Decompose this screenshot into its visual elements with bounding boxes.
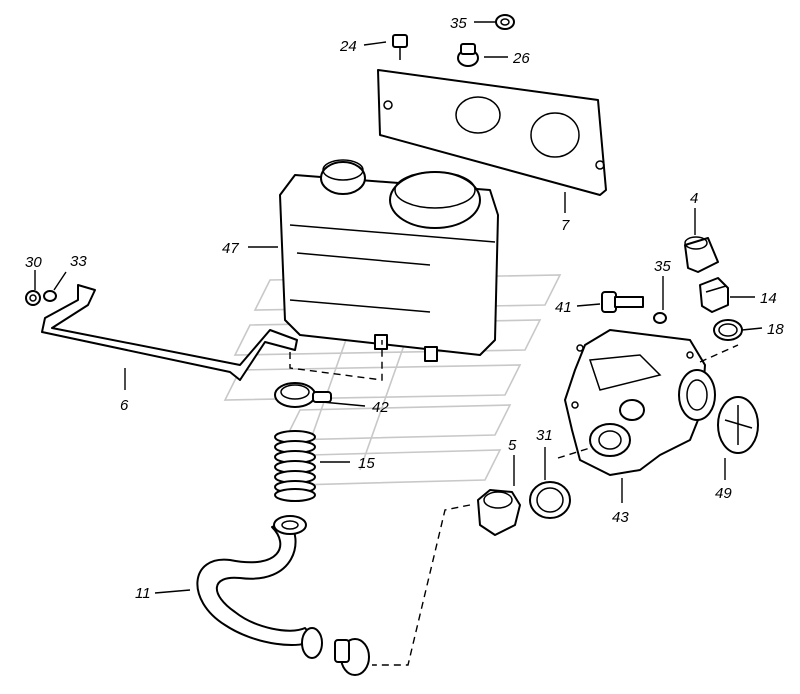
fluid-reservoir bbox=[279, 159, 499, 362]
o-ring bbox=[713, 319, 743, 341]
callout-35-top: 35 bbox=[450, 15, 467, 32]
bracket-plate bbox=[377, 69, 607, 196]
callout-47: 47 bbox=[222, 240, 239, 257]
sealing-ring-large bbox=[529, 481, 571, 519]
nut-left bbox=[25, 290, 41, 306]
leader-lines bbox=[34, 21, 763, 666]
hose-clamp-lower bbox=[334, 638, 370, 676]
washer-left bbox=[43, 290, 57, 302]
callout-31: 31 bbox=[536, 427, 553, 444]
plug-cap bbox=[477, 489, 521, 536]
callout-5: 5 bbox=[508, 437, 517, 454]
coil-spring bbox=[274, 430, 316, 502]
callout-4: 4 bbox=[690, 190, 698, 207]
banjo-bolt bbox=[601, 291, 644, 313]
callout-41: 41 bbox=[555, 299, 572, 316]
callout-18: 18 bbox=[767, 321, 784, 338]
washer-top bbox=[495, 14, 515, 30]
bolt-top-right bbox=[457, 43, 479, 67]
callout-labels: 35 24 26 7 4 47 30 33 35 41 14 18 6 42 1… bbox=[25, 15, 784, 602]
callout-42: 42 bbox=[372, 399, 389, 416]
callout-15: 15 bbox=[358, 455, 375, 472]
callout-26: 26 bbox=[512, 50, 530, 67]
pump-cover bbox=[717, 396, 759, 454]
callout-24: 24 bbox=[339, 38, 357, 55]
pump-body bbox=[564, 329, 716, 476]
bolt-top-left bbox=[392, 34, 408, 60]
callout-30: 30 bbox=[25, 254, 42, 271]
union-fitting bbox=[699, 277, 729, 313]
callout-49: 49 bbox=[715, 485, 732, 502]
callout-11: 11 bbox=[135, 585, 151, 602]
suction-hose bbox=[196, 515, 323, 659]
callout-6: 6 bbox=[120, 397, 129, 414]
protective-cap bbox=[684, 236, 719, 273]
callout-35-right: 35 bbox=[654, 258, 671, 275]
callout-14: 14 bbox=[760, 290, 777, 307]
hose-clamp-upper bbox=[274, 382, 332, 408]
callout-7: 7 bbox=[561, 217, 570, 234]
washer-right bbox=[653, 312, 667, 324]
callout-43: 43 bbox=[612, 509, 629, 526]
support-rod bbox=[41, 284, 298, 381]
callout-33: 33 bbox=[70, 253, 87, 270]
